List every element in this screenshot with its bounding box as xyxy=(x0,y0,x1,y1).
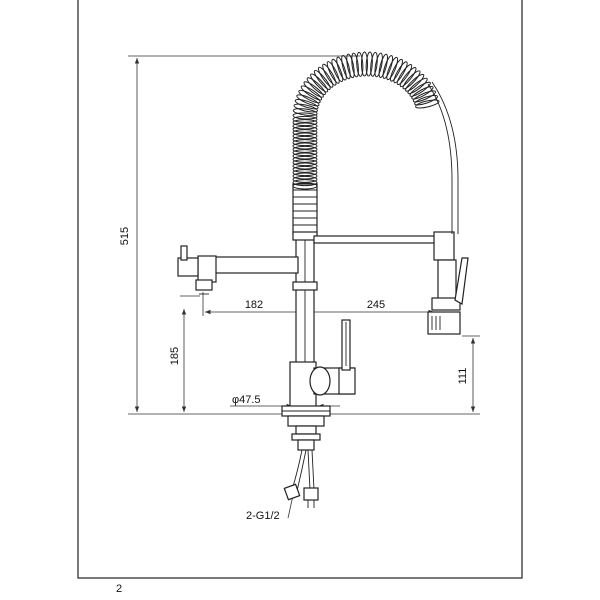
spring-coil-turn xyxy=(292,179,318,187)
spring-coil-turn xyxy=(402,70,421,90)
spring-coil-turn xyxy=(292,175,318,183)
spring-coil-turn xyxy=(292,129,318,137)
spring-coil-turn xyxy=(390,58,403,82)
spring-coil-turn xyxy=(412,90,436,103)
spring-coil-turn xyxy=(292,149,318,157)
faucet-outline xyxy=(177,81,469,508)
spring-coil-turn xyxy=(292,145,318,153)
spring-coil-turn xyxy=(310,73,329,93)
spring-coil-turn xyxy=(386,56,399,81)
spring-coil-turn xyxy=(399,67,417,88)
spring-coil-turn xyxy=(292,108,318,116)
dimension-labels: 515 182 245 185 111 φ47.5 2-G1/2 xyxy=(119,227,469,522)
spring-coil-turn xyxy=(331,58,344,82)
spring-coil-turn xyxy=(382,55,394,79)
spring-coil-turn xyxy=(313,69,331,90)
spring-coil-turn xyxy=(292,122,318,130)
spring-coil-turn xyxy=(405,73,425,92)
spring-coil-turn xyxy=(396,64,413,86)
spring-coil-turn xyxy=(292,125,318,133)
base-diameter-label: φ47.5 xyxy=(232,394,261,406)
spring-coil-turn xyxy=(292,132,318,140)
spring-coil-turn xyxy=(292,142,318,150)
spring-coil-turn xyxy=(365,51,373,77)
spring-coil-turn xyxy=(322,63,337,86)
connection-thread-label: 2-G1/2 xyxy=(246,510,280,522)
spray-reach-label: 245 xyxy=(367,299,385,311)
spring-coil-turn xyxy=(294,98,319,110)
spring-coil-turn xyxy=(292,139,318,147)
spray-height-label: 111 xyxy=(457,368,469,385)
spring-coil-turn xyxy=(411,85,434,100)
spring-coil-turn xyxy=(292,169,318,177)
spring-coil-turn xyxy=(326,61,340,84)
spring-coil-turn xyxy=(292,155,318,163)
spring-coil-turn xyxy=(303,81,324,98)
spring-coil-turn xyxy=(292,172,318,180)
page-frame xyxy=(77,0,523,579)
spring-coil-turn xyxy=(292,165,318,173)
spring-coil-turn xyxy=(292,162,318,170)
spring-coil-turn xyxy=(346,53,355,79)
spring-coil-turn xyxy=(306,77,326,95)
spring-coil-turn xyxy=(292,115,318,123)
spring-coil-turn xyxy=(292,182,318,190)
spring-coil-turn xyxy=(370,51,378,77)
spring-coil-turn xyxy=(409,81,431,97)
spring-coil-turn xyxy=(378,53,389,78)
spring-coil-turn xyxy=(415,99,440,109)
spring-coil-turn xyxy=(356,51,364,77)
spring-coil-turn xyxy=(336,56,347,81)
spring-coil-turn xyxy=(341,54,351,80)
spring-coil-turn xyxy=(317,66,334,88)
spring-coil-turn xyxy=(292,112,318,120)
spring-coil-turn xyxy=(407,77,428,95)
spring-coil-turn xyxy=(292,152,318,160)
spring-coil-turn xyxy=(414,94,438,106)
spout-reach-label: 182 xyxy=(245,299,263,311)
spring-coil-turn xyxy=(292,135,318,143)
spring-coil-turn xyxy=(296,94,320,107)
total-height-label: 515 xyxy=(119,227,131,245)
spring-coil-turn xyxy=(374,52,383,78)
spring-coil xyxy=(292,51,440,190)
spring-coil-turn xyxy=(292,119,318,127)
page-number: 2 xyxy=(116,583,123,595)
spring-coil-turn xyxy=(393,61,408,84)
spring-coil-turn xyxy=(300,85,323,101)
spring-coil-turn xyxy=(361,51,369,77)
spring-coil-turn xyxy=(351,52,359,78)
spout-height-label: 185 xyxy=(169,347,181,365)
spring-coil-turn xyxy=(293,103,318,113)
spring-coil-turn xyxy=(292,159,318,167)
spring-coil-turn xyxy=(298,89,321,104)
